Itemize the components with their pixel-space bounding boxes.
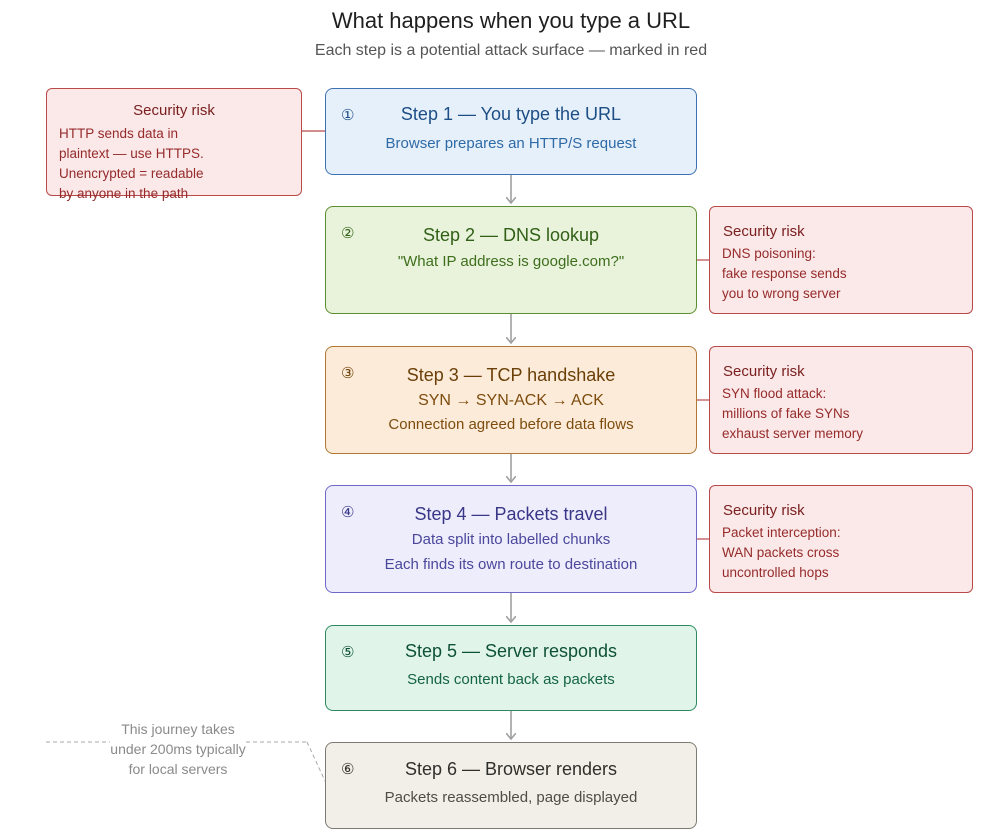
security-risk-2-heading: Security risk: [723, 223, 805, 240]
security-risk-4-heading: Security risk: [723, 502, 805, 519]
security-risk-1-text: HTTP sends data in plaintext — use HTTPS…: [59, 124, 204, 204]
step-5-desc: Sends content back as packets: [407, 671, 615, 688]
security-risk-1-line: plaintext — use HTTPS.: [59, 146, 204, 161]
step-4-desc-2: Each finds its own route to destination: [384, 556, 638, 573]
step-6-title: Step 6 — Browser renders: [404, 759, 618, 779]
step-2-title: Step 2 — DNS lookup: [422, 225, 600, 245]
security-risk-3-text: SYN flood attack: millions of fake SYNs …: [722, 384, 863, 444]
security-risk-2-text: DNS poisoning: fake response sends you t…: [722, 244, 847, 304]
step-4-number: ④: [341, 504, 355, 521]
security-risk-2-line: DNS poisoning:: [722, 246, 816, 261]
security-risk-4-line: Packet interception:: [722, 525, 841, 540]
step-2-desc: "What IP address is google.com?": [397, 253, 625, 270]
step-3-title: Step 3 — TCP handshake: [406, 365, 616, 385]
step-3-desc-1: SYN → SYN-ACK → ACK: [418, 392, 604, 409]
security-risk-1-line: Unencrypted = readable: [59, 166, 204, 181]
step-1-desc: Browser prepares an HTTP/S request: [385, 135, 637, 152]
security-risk-1: Security risk HTTP sends data in plainte…: [46, 88, 302, 201]
step-4-box: ④ Step 4 — Packets travel Data split int…: [325, 485, 697, 593]
security-risk-3: Security risk SYN flood attack: millions…: [709, 346, 973, 454]
diagram-title: What happens when you type a URL: [331, 8, 691, 33]
security-risk-3-line: exhaust server memory: [722, 426, 864, 441]
diagram-subtitle: Each step is a potential attack surface …: [314, 42, 708, 59]
timing-note: This journey takes under 200ms typically…: [98, 719, 258, 779]
step-3-desc-2: Connection agreed before data flows: [388, 416, 634, 433]
security-risk-4-line: WAN packets cross: [722, 545, 840, 560]
step-5-box: ⑤ Step 5 — Server responds Sends content…: [325, 625, 697, 711]
security-risk-1-line: by anyone in the path: [59, 186, 189, 201]
step-6-desc: Packets reassembled, page displayed: [384, 789, 638, 806]
security-risk-3-line: SYN flood attack:: [722, 386, 827, 401]
step-1-box: ① Step 1 — You type the URL Browser prep…: [325, 88, 697, 175]
security-risk-4: Security risk Packet interception: WAN p…: [709, 485, 973, 593]
step-2-number: ②: [341, 225, 355, 242]
step-6-number: ⑥: [341, 761, 355, 778]
step-3-box: ③ Step 3 — TCP handshake SYN → SYN-ACK →…: [325, 346, 697, 454]
security-risk-4-line: uncontrolled hops: [722, 565, 829, 580]
step-1-number: ①: [341, 107, 355, 124]
security-risk-2-line: you to wrong server: [722, 286, 841, 301]
step-1-title: Step 1 — You type the URL: [400, 104, 622, 124]
timing-note-line: for local servers: [128, 761, 228, 777]
step-4-title: Step 4 — Packets travel: [414, 504, 608, 524]
step-5-title: Step 5 — Server responds: [404, 641, 618, 661]
note-dash-leader: [306, 741, 327, 784]
security-risk-1-line: HTTP sends data in: [59, 126, 179, 141]
step-2-box: ② Step 2 — DNS lookup "What IP address i…: [325, 206, 697, 314]
security-risk-4-text: Packet interception: WAN packets cross u…: [722, 523, 841, 583]
step-6-box: ⑥ Step 6 — Browser renders Packets reass…: [325, 742, 697, 829]
timing-note-line: under 200ms typically: [110, 741, 246, 757]
security-risk-3-heading: Security risk: [723, 363, 805, 380]
step-5-number: ⑤: [341, 644, 355, 661]
step-4-desc-1: Data split into labelled chunks: [411, 531, 611, 548]
security-risk-2-line: fake response sends: [722, 266, 847, 281]
security-risk-2: Security risk DNS poisoning: fake respon…: [709, 206, 973, 314]
security-risk-3-line: millions of fake SYNs: [722, 406, 850, 421]
timing-note-line: This journey takes: [121, 721, 235, 737]
step-3-number: ③: [341, 365, 355, 382]
security-risk-1-heading: Security risk: [133, 102, 215, 119]
